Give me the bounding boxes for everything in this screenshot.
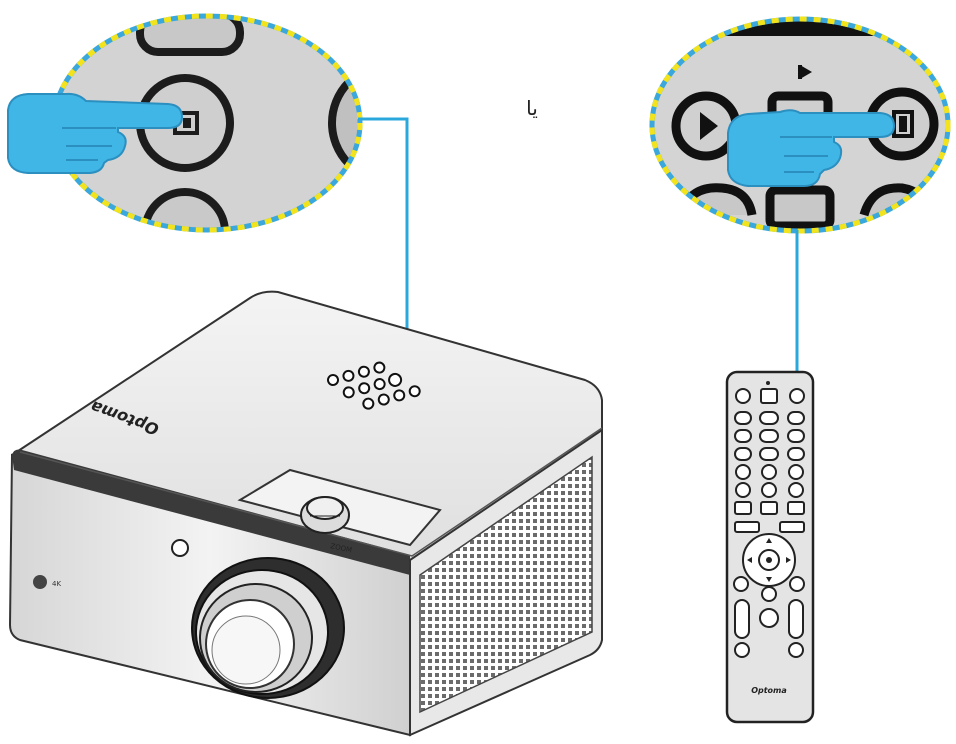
side-vent-grille: [419, 455, 593, 714]
projector-power-button[interactable]: [388, 372, 403, 388]
hand-pointer-icon: [727, 109, 896, 187]
4k-badge: 4K: [33, 575, 61, 589]
remote-control-illustration: Optoma: [725, 370, 815, 724]
remote-power-callout: [649, 16, 951, 234]
svg-text:4K: 4K: [52, 580, 61, 588]
hand-pointer-icon: [7, 92, 184, 174]
remote-dpad[interactable]: [742, 533, 796, 587]
remote-brand-logo: Optoma: [751, 686, 787, 695]
callout-line-projector: [358, 117, 409, 388]
or-label: یا: [526, 96, 538, 120]
remote-power-button[interactable]: [789, 388, 805, 404]
ir-sensor: [171, 539, 189, 557]
projector-illustration: Optoma ZOOM: [8, 290, 603, 737]
projector-keypad: [327, 361, 421, 410]
zoom-ring[interactable]: [300, 496, 350, 534]
projector-lens: [191, 557, 345, 699]
power-button-icon: [865, 87, 939, 161]
